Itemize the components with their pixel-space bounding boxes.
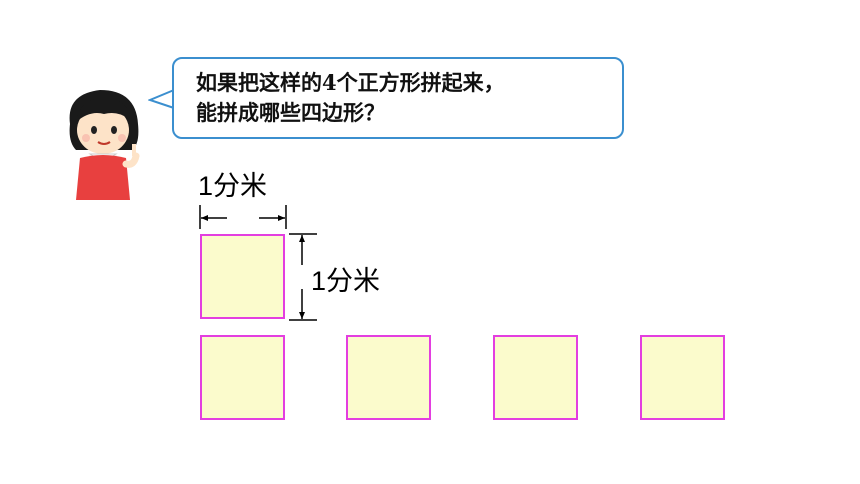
height-dimension-arrows [289,233,317,321]
reference-square [200,234,285,319]
square-1[interactable] [200,335,285,420]
speech-line-2: 能拼成哪些四边形？ [196,100,385,125]
girl-illustration [69,90,140,200]
width-label: 1分米 [198,171,268,201]
speech-bubble: 如果把这样的4个正方形拼起来， 能拼成哪些四边形？ [172,57,624,139]
speech-line-1: 如果把这样的4个正方形拼起来， [196,70,505,95]
square-4[interactable] [640,335,725,420]
square-3[interactable] [493,335,578,420]
width-dimension-arrows [199,205,287,229]
height-label: 1分米 [311,266,381,296]
square-2[interactable] [346,335,431,420]
